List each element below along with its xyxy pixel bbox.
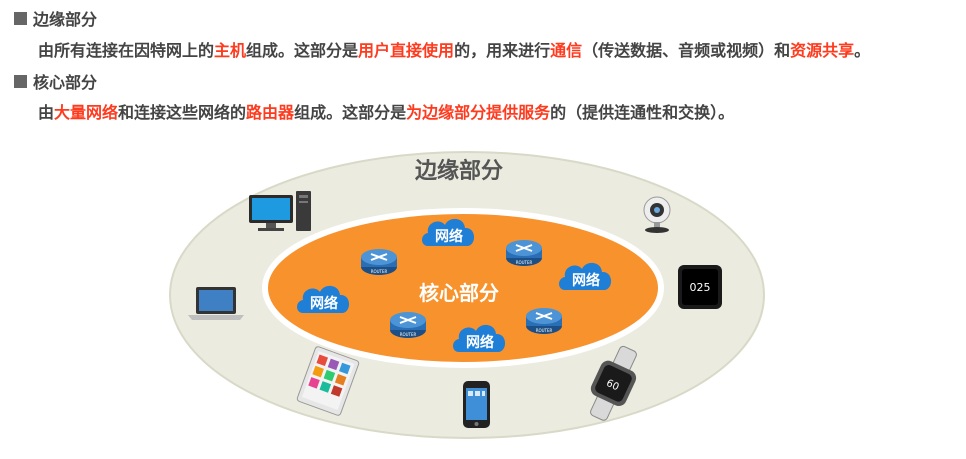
bullet-square-icon — [14, 74, 27, 88]
body-text: 和连接这些网络的 — [118, 103, 247, 122]
core-description: 由大量网络和连接这些网络的路由器组成。这部分是为边缘部分提供服务的（提供连通性和… — [38, 99, 734, 123]
body-text: 组成。这部分是 — [246, 41, 359, 60]
smartwatch-icon: 60 — [590, 345, 637, 421]
body-text: 的，用来进行 — [454, 41, 551, 60]
edge-heading-text: 边缘部分 — [33, 10, 98, 29]
body-text: 由 — [38, 103, 55, 122]
router-icon: ROUTER — [390, 312, 426, 338]
svg-text:60: 60 — [604, 378, 620, 393]
edge-heading: 边缘部分 — [14, 6, 97, 30]
highlight-text: 资源共享 — [790, 41, 855, 60]
body-text: 。 — [854, 41, 871, 60]
svg-text:网络: 网络 — [466, 334, 494, 351]
body-text: 的（提供连通性和交换）。 — [550, 103, 735, 122]
edge-label: 边缘部分 — [414, 158, 503, 184]
core-ellipse — [262, 208, 664, 368]
svg-text:网络: 网络 — [572, 272, 600, 289]
smart-device-icon: 025 — [678, 265, 722, 309]
highlight-text: 主机 — [214, 41, 247, 60]
svg-text:ROUTER: ROUTER — [400, 332, 417, 337]
svg-text:网络: 网络 — [310, 295, 338, 312]
svg-text:025: 025 — [690, 281, 711, 294]
router-icon: ROUTER — [526, 308, 562, 334]
body-text: （传送数据、音频或视频）和 — [582, 41, 791, 60]
network-cloud-icon: 网络 — [453, 324, 506, 352]
edge-description: 由所有连接在因特网上的主机组成。这部分是用户直接使用的，用来进行通信（传送数据、… — [38, 37, 870, 61]
svg-text:网络: 网络 — [435, 228, 463, 245]
body-text: 由所有连接在因特网上的 — [38, 41, 215, 60]
router-icon: ROUTER — [361, 249, 397, 275]
highlight-text: 为边缘部分提供服务 — [406, 103, 551, 122]
svg-text:ROUTER: ROUTER — [536, 328, 553, 333]
body-text: 组成。这部分是 — [294, 103, 407, 122]
core-heading-text: 核心部分 — [33, 73, 98, 92]
highlight-text: 通信 — [550, 41, 583, 60]
laptop-icon — [188, 287, 244, 320]
highlight-text: 路由器 — [246, 103, 295, 122]
tablet-icon — [296, 346, 360, 416]
svg-text:ROUTER: ROUTER — [516, 260, 533, 265]
core-heading: 核心部分 — [14, 69, 97, 93]
bullet-square-icon — [14, 11, 27, 25]
router-icon: ROUTER — [506, 240, 542, 266]
core-label: 核心部分 — [419, 281, 499, 305]
webcam-icon — [643, 196, 671, 233]
highlight-text: 大量网络 — [54, 103, 119, 122]
desktop-computer-icon — [249, 191, 311, 231]
network-cloud-icon: 网络 — [422, 218, 475, 246]
svg-text:ROUTER: ROUTER — [371, 269, 388, 274]
highlight-text: 用户直接使用 — [358, 41, 455, 60]
network-cloud-icon: 网络 — [559, 262, 612, 290]
smartphone-icon — [463, 381, 490, 428]
network-cloud-icon: 网络 — [297, 285, 350, 313]
